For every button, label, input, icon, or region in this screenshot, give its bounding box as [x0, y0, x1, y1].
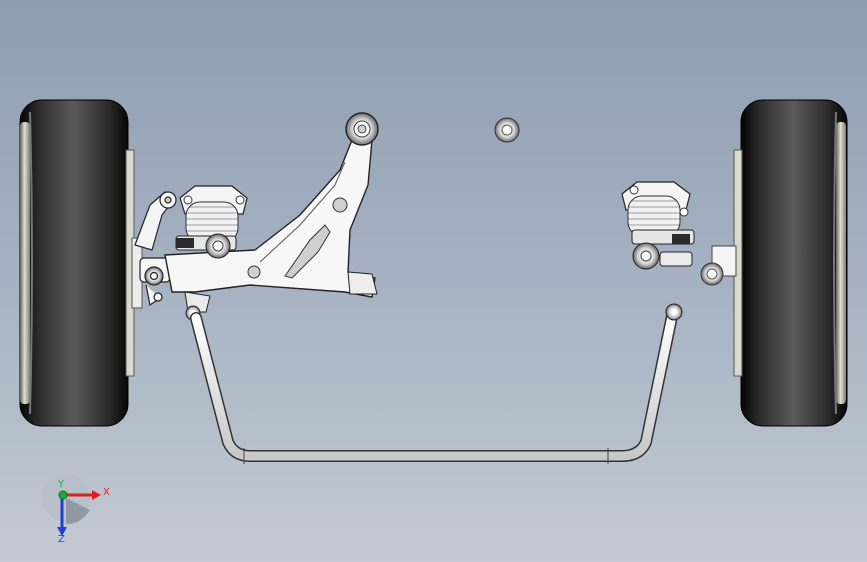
y-axis-label: Y	[58, 479, 65, 490]
right-hub-stub-icon[interactable]	[700, 245, 737, 286]
y-axis-dot-icon	[58, 490, 68, 500]
right-wheel-icon[interactable]	[733, 99, 848, 427]
right-strut-mount-icon[interactable]	[621, 181, 695, 270]
left-strut-mount-icon[interactable]	[175, 185, 248, 259]
left-wheel-icon[interactable]	[19, 99, 143, 427]
anti-roll-bar-icon[interactable]	[190, 303, 683, 464]
center-bushing-icon[interactable]	[494, 117, 520, 143]
x-axis-label: X	[103, 487, 110, 498]
z-axis-label: Z	[58, 534, 65, 545]
axis-triad	[42, 474, 101, 536]
left-steering-knuckle-icon[interactable]	[134, 191, 177, 307]
